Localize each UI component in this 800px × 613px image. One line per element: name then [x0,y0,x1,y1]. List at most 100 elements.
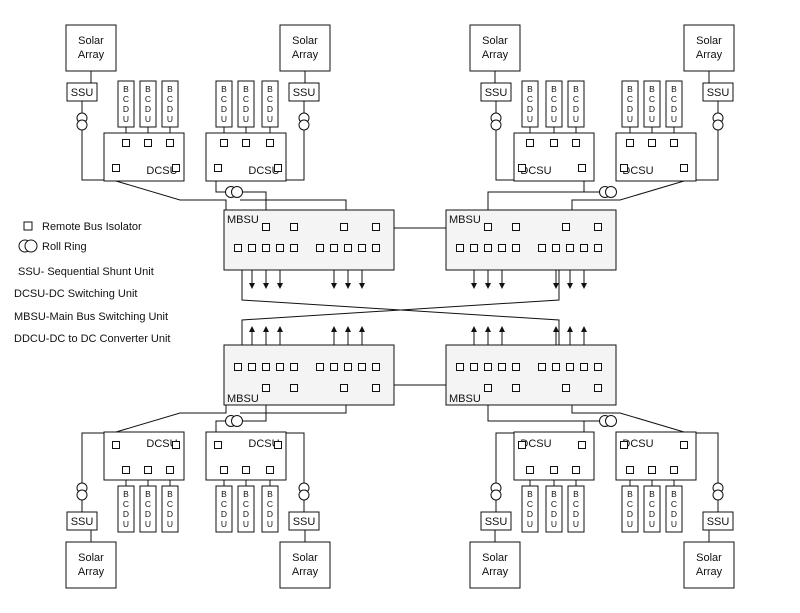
remote-bus-isolator-icon [122,139,130,147]
roll-ring-icon [605,415,617,427]
remote-bus-isolator-icon [262,223,270,231]
bcdu-letter: U [573,519,579,529]
bcdu-letter: D [527,509,533,519]
solar-array-label: Solar [482,552,508,564]
remote-bus-isolator-icon [484,363,492,371]
legend-roll-ring: Roll Ring [42,241,87,253]
dcsu-label: DCSU [146,438,177,450]
remote-bus-isolator-icon [538,363,546,371]
bcdu-letter: B [145,84,151,94]
remote-bus-isolator-icon [572,139,580,147]
bcdu-letter: U [123,114,129,124]
remote-bus-isolator-icon [552,363,560,371]
solar-array-label: Solar [292,35,318,47]
bcdu-box [545,485,563,533]
solar-array-label: Solar [482,35,508,47]
bcdu-letter: D [649,104,655,114]
remote-bus-isolator-legend-icon [23,221,33,231]
remote-bus-isolator-icon [372,363,380,371]
bcdu-letter: C [671,499,677,509]
remote-bus-isolator-icon [526,466,534,474]
bcdu-letter: U [267,114,273,124]
remote-bus-isolator-icon [498,363,506,371]
dcsu-to-rollring-wire [215,420,228,432]
remote-bus-isolator-icon [144,466,152,474]
solar-array-box [279,24,331,72]
solar-array-box [683,24,735,72]
mbsu-label: MBSU [449,393,481,405]
remote-bus-isolator-icon [566,363,574,371]
remote-bus-isolator-icon [262,384,270,392]
bcdu-letter: C [243,499,249,509]
bcdu-letter: C [167,499,173,509]
bcdu-letter: D [267,104,273,114]
bcdu-box [139,80,157,128]
remote-bus-isolator-icon [266,139,274,147]
remote-bus-isolator-icon [578,164,586,172]
remote-bus-isolator-icon [512,384,520,392]
bcdu-letter: C [573,499,579,509]
remote-bus-isolator-icon [456,363,464,371]
bcdu-letter: B [221,84,227,94]
remote-bus-isolator-icon [670,466,678,474]
remote-bus-isolator-icon [372,384,380,392]
bcdu-box [665,80,683,128]
bcdu-letter: B [671,84,677,94]
bcdu-letter: B [649,84,655,94]
mbsu-box [223,344,395,406]
bcdu-box [139,485,157,533]
shunt-coupling-icon [712,119,724,131]
bcdu-letter: U [671,114,677,124]
remote-bus-isolator-icon [214,441,222,449]
remote-bus-isolator-icon [470,244,478,252]
legend-mbsu: MBSU-Main Bus Switching Unit [14,311,168,323]
bcdu-letter: B [527,489,533,499]
bcdu-letter: B [551,84,557,94]
bcdu-letter: C [145,499,151,509]
bcdu-letter: C [551,94,557,104]
shunt-coupling-icon [490,119,502,131]
bcdu-letter: U [671,519,677,529]
bcdu-letter: B [551,489,557,499]
remote-bus-isolator-icon [290,244,298,252]
remote-bus-isolator-icon [580,244,588,252]
bcdu-box [643,80,661,128]
bcdu-letter: B [627,84,633,94]
bcdu-letter: D [145,509,151,519]
remote-bus-isolator-icon [234,363,242,371]
bcdu-letter: U [627,114,633,124]
remote-bus-isolator-icon [372,244,380,252]
bcdu-box [567,485,585,533]
mbsu-label: MBSU [449,214,481,226]
bcdu-letter: B [573,489,579,499]
remote-bus-isolator-icon [550,139,558,147]
bcdu-letter: C [123,499,129,509]
remote-bus-isolator-icon [550,466,558,474]
bcdu-box [117,80,135,128]
remote-bus-isolator-icon [330,244,338,252]
bcdu-letter: B [123,84,129,94]
remote-bus-isolator-icon [594,244,602,252]
remote-bus-isolator-icon [112,164,120,172]
solar-array-label: Array [696,566,723,578]
bcdu-letter: B [123,489,129,499]
solar-array-label: Array [292,49,319,61]
dcsu-label: DCSU [622,438,653,450]
remote-bus-isolator-icon [498,244,506,252]
solar-array-box [469,541,521,589]
remote-bus-isolator-icon [648,139,656,147]
bcdu-box [117,485,135,533]
bcdu-letter: U [649,114,655,124]
shunt-coupling-icon [298,489,310,501]
bcdu-box [567,80,585,128]
remote-bus-isolator-icon [580,363,588,371]
bcdu-letter: C [649,499,655,509]
remote-bus-isolator-icon [274,164,282,172]
solar-array-label: Solar [696,552,722,564]
bcdu-letter: C [649,94,655,104]
remote-bus-isolator-icon [562,223,570,231]
bcdu-letter: C [527,94,533,104]
remote-bus-isolator-icon [484,384,492,392]
